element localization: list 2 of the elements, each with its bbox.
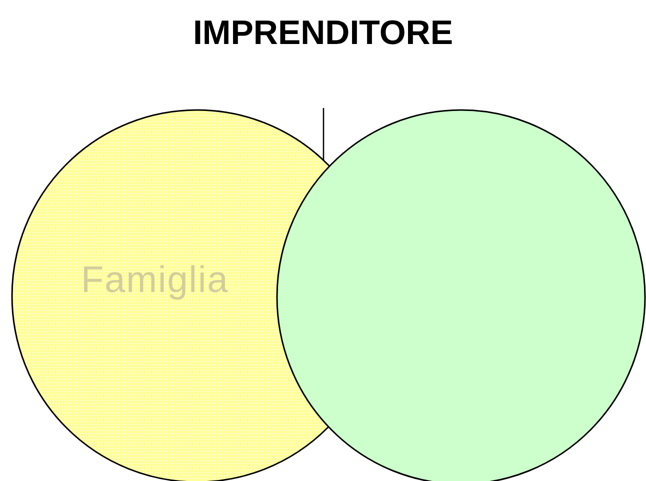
circle-label: Famiglia [81, 259, 229, 301]
title: IMPRENDITORE [192, 14, 454, 53]
